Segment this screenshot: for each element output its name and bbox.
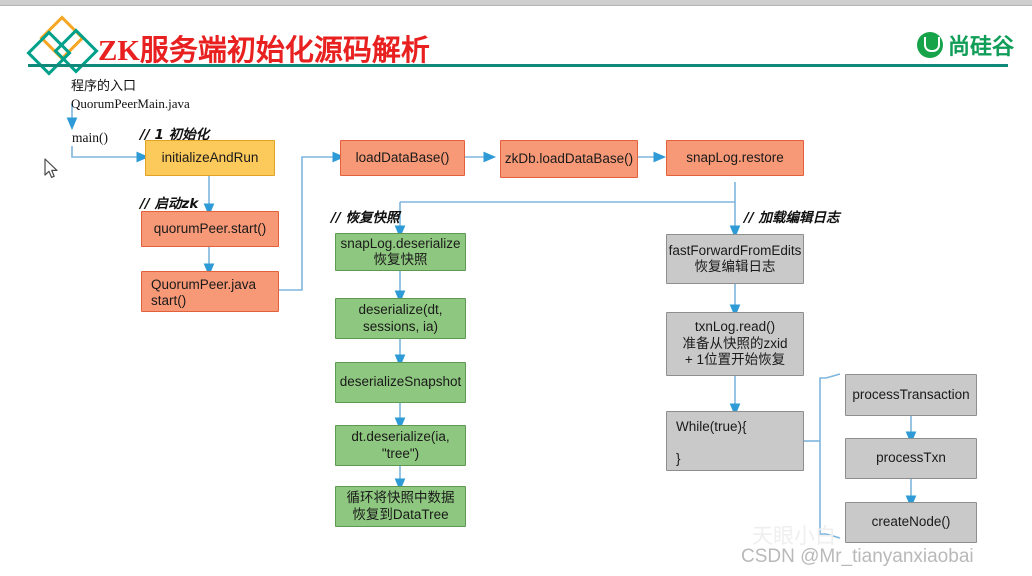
main-label: main()	[72, 130, 108, 145]
node-process-transaction[interactable]: processTransaction	[845, 374, 977, 416]
node-loop-restore-datatree[interactable]: 循环将快照中数据恢复到DataTree	[335, 486, 466, 527]
header-divider	[28, 64, 1008, 67]
node-dt-deserialize[interactable]: dt.deserialize(ia, "tree")	[335, 425, 466, 466]
node-while-true-open: While(true){	[676, 419, 747, 434]
node-txnlog-read[interactable]: txnLog.read() 准备从快照的zxid + 1位置开始恢复	[666, 312, 804, 376]
presentation-slide: ZK服务端初始化源码解析 尚硅谷	[0, 6, 1032, 576]
node-process-txn[interactable]: processTxn	[845, 438, 977, 479]
annotation-load-edit-log: // 加载编辑日志	[744, 210, 840, 226]
node-deserialize-snapshot[interactable]: deserializeSnapshot	[335, 362, 466, 403]
watermark-ghost: 天眼小白	[752, 524, 836, 548]
node-create-node[interactable]: createNode()	[845, 502, 977, 543]
annotation-start-zk: // 启动zk	[140, 196, 199, 212]
window-chrome-strip	[0, 0, 1032, 6]
u-circle-icon	[916, 32, 943, 58]
watermark-csdn: CSDN @Mr_tianyanxiaobai	[741, 546, 974, 567]
node-txnlog-read-line1: txnLog.read()	[694, 319, 776, 335]
annotation-restore-snapshot: // 恢复快照	[331, 210, 400, 226]
entry-note: 程序的入口 QuorumPeerMain.java	[71, 77, 190, 112]
node-quorumpeer-start[interactable]: quorumPeer.start()	[141, 211, 279, 247]
node-txnlog-read-line2: 准备从快照的zxid	[682, 335, 788, 351]
slide-header: ZK服务端初始化源码解析 尚硅谷	[0, 6, 1032, 76]
window-chrome-inner	[0, 0, 1032, 6]
page-title-prefix: ZK	[98, 35, 140, 67]
node-initialize-and-run[interactable]: initializeAndRun	[145, 140, 275, 176]
brand-name: 尚硅谷	[947, 35, 1014, 60]
node-fast-forward-from-edits[interactable]: fastForwardFromEdits恢复编辑日志	[666, 234, 804, 284]
page-title: ZK服务端初始化源码解析	[98, 27, 430, 69]
diamond-logo-icon	[26, 15, 99, 76]
node-quorumpeer-java-start-line2: start()	[151, 293, 187, 309]
entry-note-line2: QuorumPeerMain.java	[71, 95, 190, 111]
mouse-cursor-icon	[44, 158, 58, 178]
node-zkdb-load-database[interactable]: zkDb.loadDataBase()	[500, 140, 638, 178]
brand-logo: 尚硅谷	[916, 30, 1014, 60]
page-title-main: 服务端初始化源码解析	[139, 33, 430, 67]
node-quorumpeer-java-start-line1: QuorumPeer.java	[151, 277, 257, 292]
node-while-true-close: }	[676, 451, 681, 467]
node-snaplog-deserialize[interactable]: snapLog.deserialize恢复快照	[335, 233, 466, 271]
node-deserialize-dt[interactable]: deserialize(dt, sessions, ia)	[335, 298, 466, 339]
node-snaplog-restore[interactable]: snapLog.restore	[666, 140, 804, 176]
node-txnlog-read-line3: + 1位置开始恢复	[684, 352, 786, 368]
node-load-database[interactable]: loadDataBase()	[340, 140, 465, 176]
node-quorumpeer-java-start[interactable]: QuorumPeer.java start()	[141, 271, 279, 312]
entry-note-line1: 程序的入口	[71, 78, 137, 93]
node-while-true[interactable]: While(true){ }	[666, 411, 804, 471]
annotation-init: // 1 初始化	[140, 127, 210, 143]
